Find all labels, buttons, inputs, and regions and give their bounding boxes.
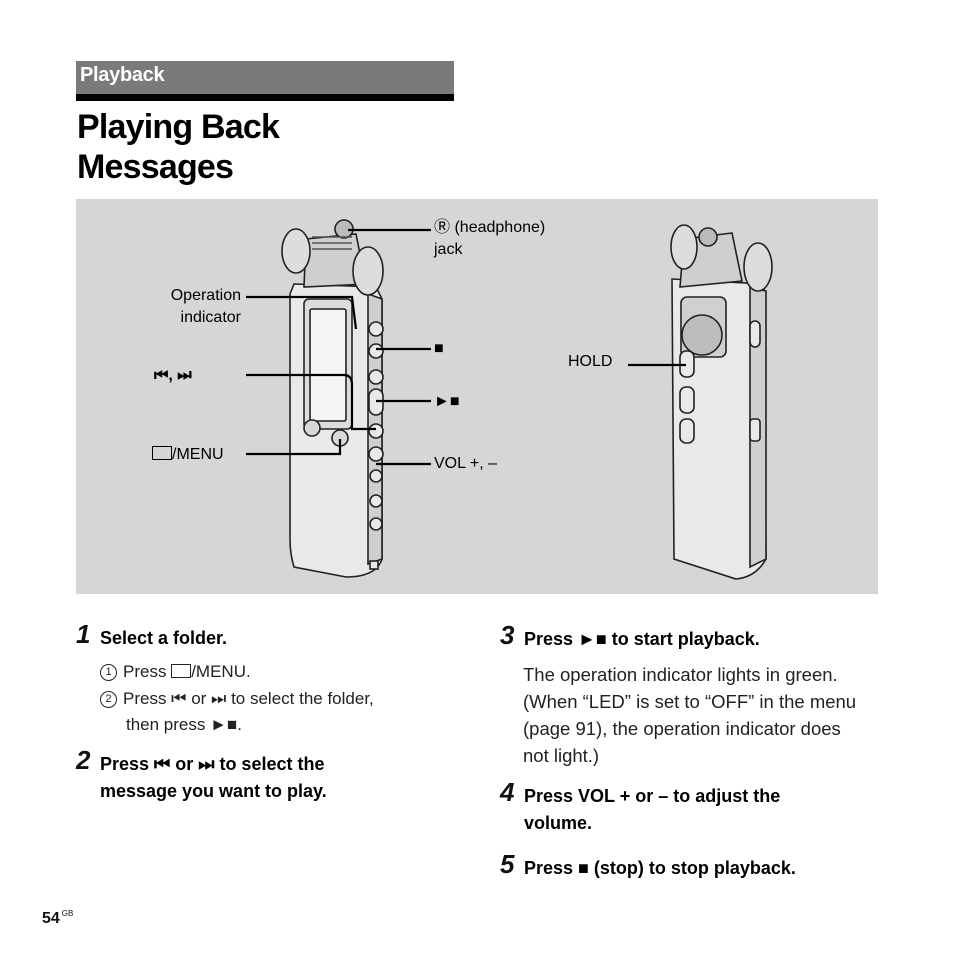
step-3-description: The operation indicator lights in green.… bbox=[523, 661, 883, 769]
folder-menu-text: /MENU bbox=[172, 446, 224, 463]
page-title: Playing Back Messages bbox=[77, 107, 280, 187]
description-line4: not light.) bbox=[523, 745, 600, 766]
headphone-jack-line1: (headphone) bbox=[454, 219, 546, 236]
recorder-side-view bbox=[670, 224, 773, 580]
step-text: Press ■ (stop) to stop playback. bbox=[524, 858, 796, 878]
step-text-line2: message you want to play. bbox=[100, 781, 327, 801]
vol-button-label: VOL +, – bbox=[434, 455, 497, 472]
stop-button-label: ■ bbox=[434, 340, 444, 357]
operation-indicator-line2: indicator bbox=[180, 309, 241, 326]
step-text-line1: Press ⏮ or ⏭ to select the bbox=[100, 754, 325, 774]
headphone-icon: Ⓡ bbox=[434, 219, 451, 236]
headphone-jack-line2: jack bbox=[434, 241, 463, 258]
page-number-value: 54 bbox=[42, 910, 60, 927]
device-illustration: Ⓡ (headphone) jack Operation indicator ■… bbox=[76, 199, 878, 594]
page-number-suffix: GB bbox=[61, 909, 74, 918]
substep-text-line1: Press ⏮ or ⏭ to select the folder, bbox=[123, 689, 374, 708]
step-number: 5 bbox=[500, 849, 515, 879]
step-text: Press ⏮ or ⏭ to select the message you w… bbox=[100, 751, 460, 805]
page-title-line1: Playing Back bbox=[77, 108, 280, 146]
step-text: Select a folder. bbox=[100, 628, 228, 648]
step-text-line1: Press VOL + or – to adjust the bbox=[524, 786, 781, 806]
prev-next-button-label: ⏮, ⏭ bbox=[154, 367, 192, 384]
step-number: 4 bbox=[500, 777, 515, 807]
page-title-line2: Messages bbox=[77, 148, 234, 186]
step-text-line2: volume. bbox=[524, 813, 593, 833]
description-line1: The operation indicator lights in green. bbox=[523, 664, 838, 685]
step-number: 3 bbox=[500, 620, 515, 650]
substep-1: 1 Press /MENU. bbox=[100, 659, 251, 685]
substep-text: Press bbox=[123, 662, 167, 681]
folder-menu-label: /MENU bbox=[152, 444, 224, 466]
step-text: Press VOL + or – to adjust the volume. bbox=[524, 783, 884, 837]
hold-switch-label: HOLD bbox=[568, 353, 613, 370]
substep-text-line2: then press ►■. bbox=[126, 715, 242, 734]
folder-icon bbox=[152, 446, 172, 460]
description-line3: (page 91), the operation indicator does bbox=[523, 718, 841, 739]
folder-icon bbox=[171, 664, 192, 678]
substep-marker: 2 bbox=[100, 691, 117, 708]
recorder-front-view bbox=[281, 219, 384, 578]
substep-suffix: /MENU. bbox=[191, 662, 251, 681]
step-number: 1 bbox=[76, 619, 91, 649]
section-label: Playback bbox=[80, 64, 165, 86]
section-rule bbox=[76, 94, 454, 101]
step-text: Press ►■ to start playback. bbox=[524, 629, 760, 649]
substep-2: 2 Press ⏮ or ⏭ to select the folder, then… bbox=[100, 686, 374, 738]
operation-indicator-label: Operation indicator bbox=[149, 285, 241, 329]
section-header-bar: Playback bbox=[76, 61, 454, 94]
device-drawing bbox=[246, 219, 773, 580]
description-line2: (When “LED” is set to “OFF” in the menu bbox=[523, 691, 857, 712]
headphone-jack-label: Ⓡ (headphone) jack bbox=[434, 217, 545, 261]
operation-indicator-line1: Operation bbox=[170, 287, 241, 304]
callout-lines bbox=[246, 228, 686, 466]
play-stop-button-label: ►■ bbox=[434, 393, 460, 410]
substep-marker: 1 bbox=[100, 664, 117, 681]
step-number: 2 bbox=[76, 745, 91, 775]
